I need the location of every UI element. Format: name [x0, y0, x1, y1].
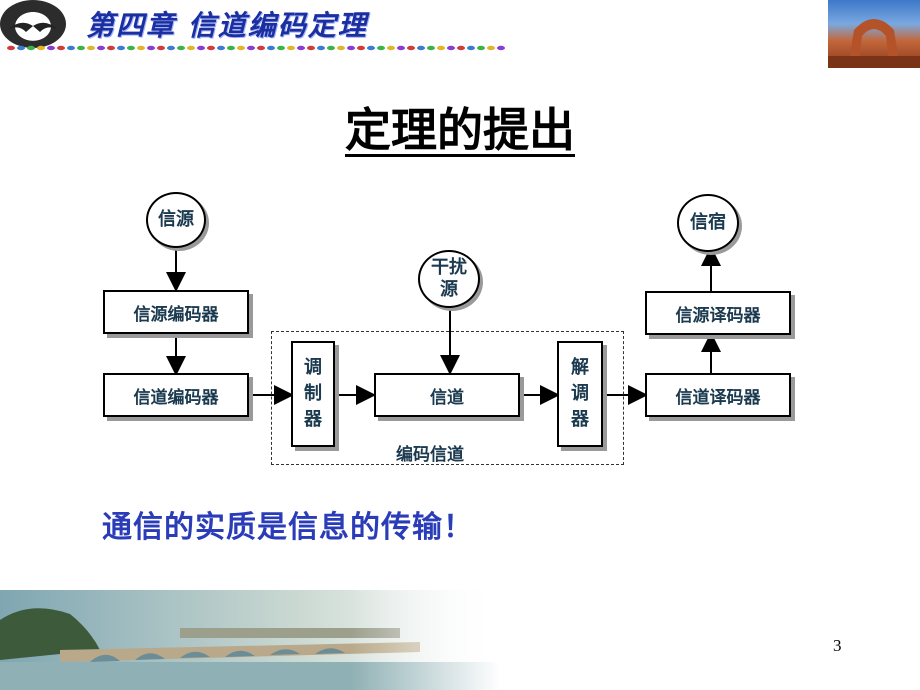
- modulator-node: 调制器: [291, 341, 335, 447]
- channel-encoder-node: 信道编码器: [103, 373, 249, 417]
- channel-decoder-node: 信道译码器: [645, 373, 791, 417]
- source-encoder-node: 信源编码器: [103, 290, 249, 334]
- source-decoder-node: 信源译码器: [645, 291, 791, 335]
- bat-logo-icon: [0, 0, 66, 48]
- bridge-landscape-icon: [0, 590, 500, 690]
- demodulator-node: 解调器: [557, 341, 603, 447]
- arch-photo-icon: [828, 0, 920, 68]
- sink-node: 信宿: [677, 194, 739, 252]
- noise-source-label-line1: 干扰: [431, 257, 467, 278]
- noise-source-label-line2: 源: [440, 279, 458, 300]
- coding-channel-region: [271, 331, 624, 465]
- page-number: 3: [833, 636, 842, 655]
- chapter-title: 第四章 信道编码定理: [86, 9, 368, 42]
- slide-title: 定理的提出: [345, 103, 575, 157]
- decorative-dot-line: [7, 45, 505, 51]
- coding-channel-label: 编码信道: [396, 445, 464, 465]
- source-node: 信源: [146, 192, 206, 248]
- noise-source-node: 干扰 源: [418, 250, 480, 308]
- channel-node: 信道: [374, 373, 520, 417]
- conclusion-text: 通信的实质是信息的传输！: [102, 510, 474, 545]
